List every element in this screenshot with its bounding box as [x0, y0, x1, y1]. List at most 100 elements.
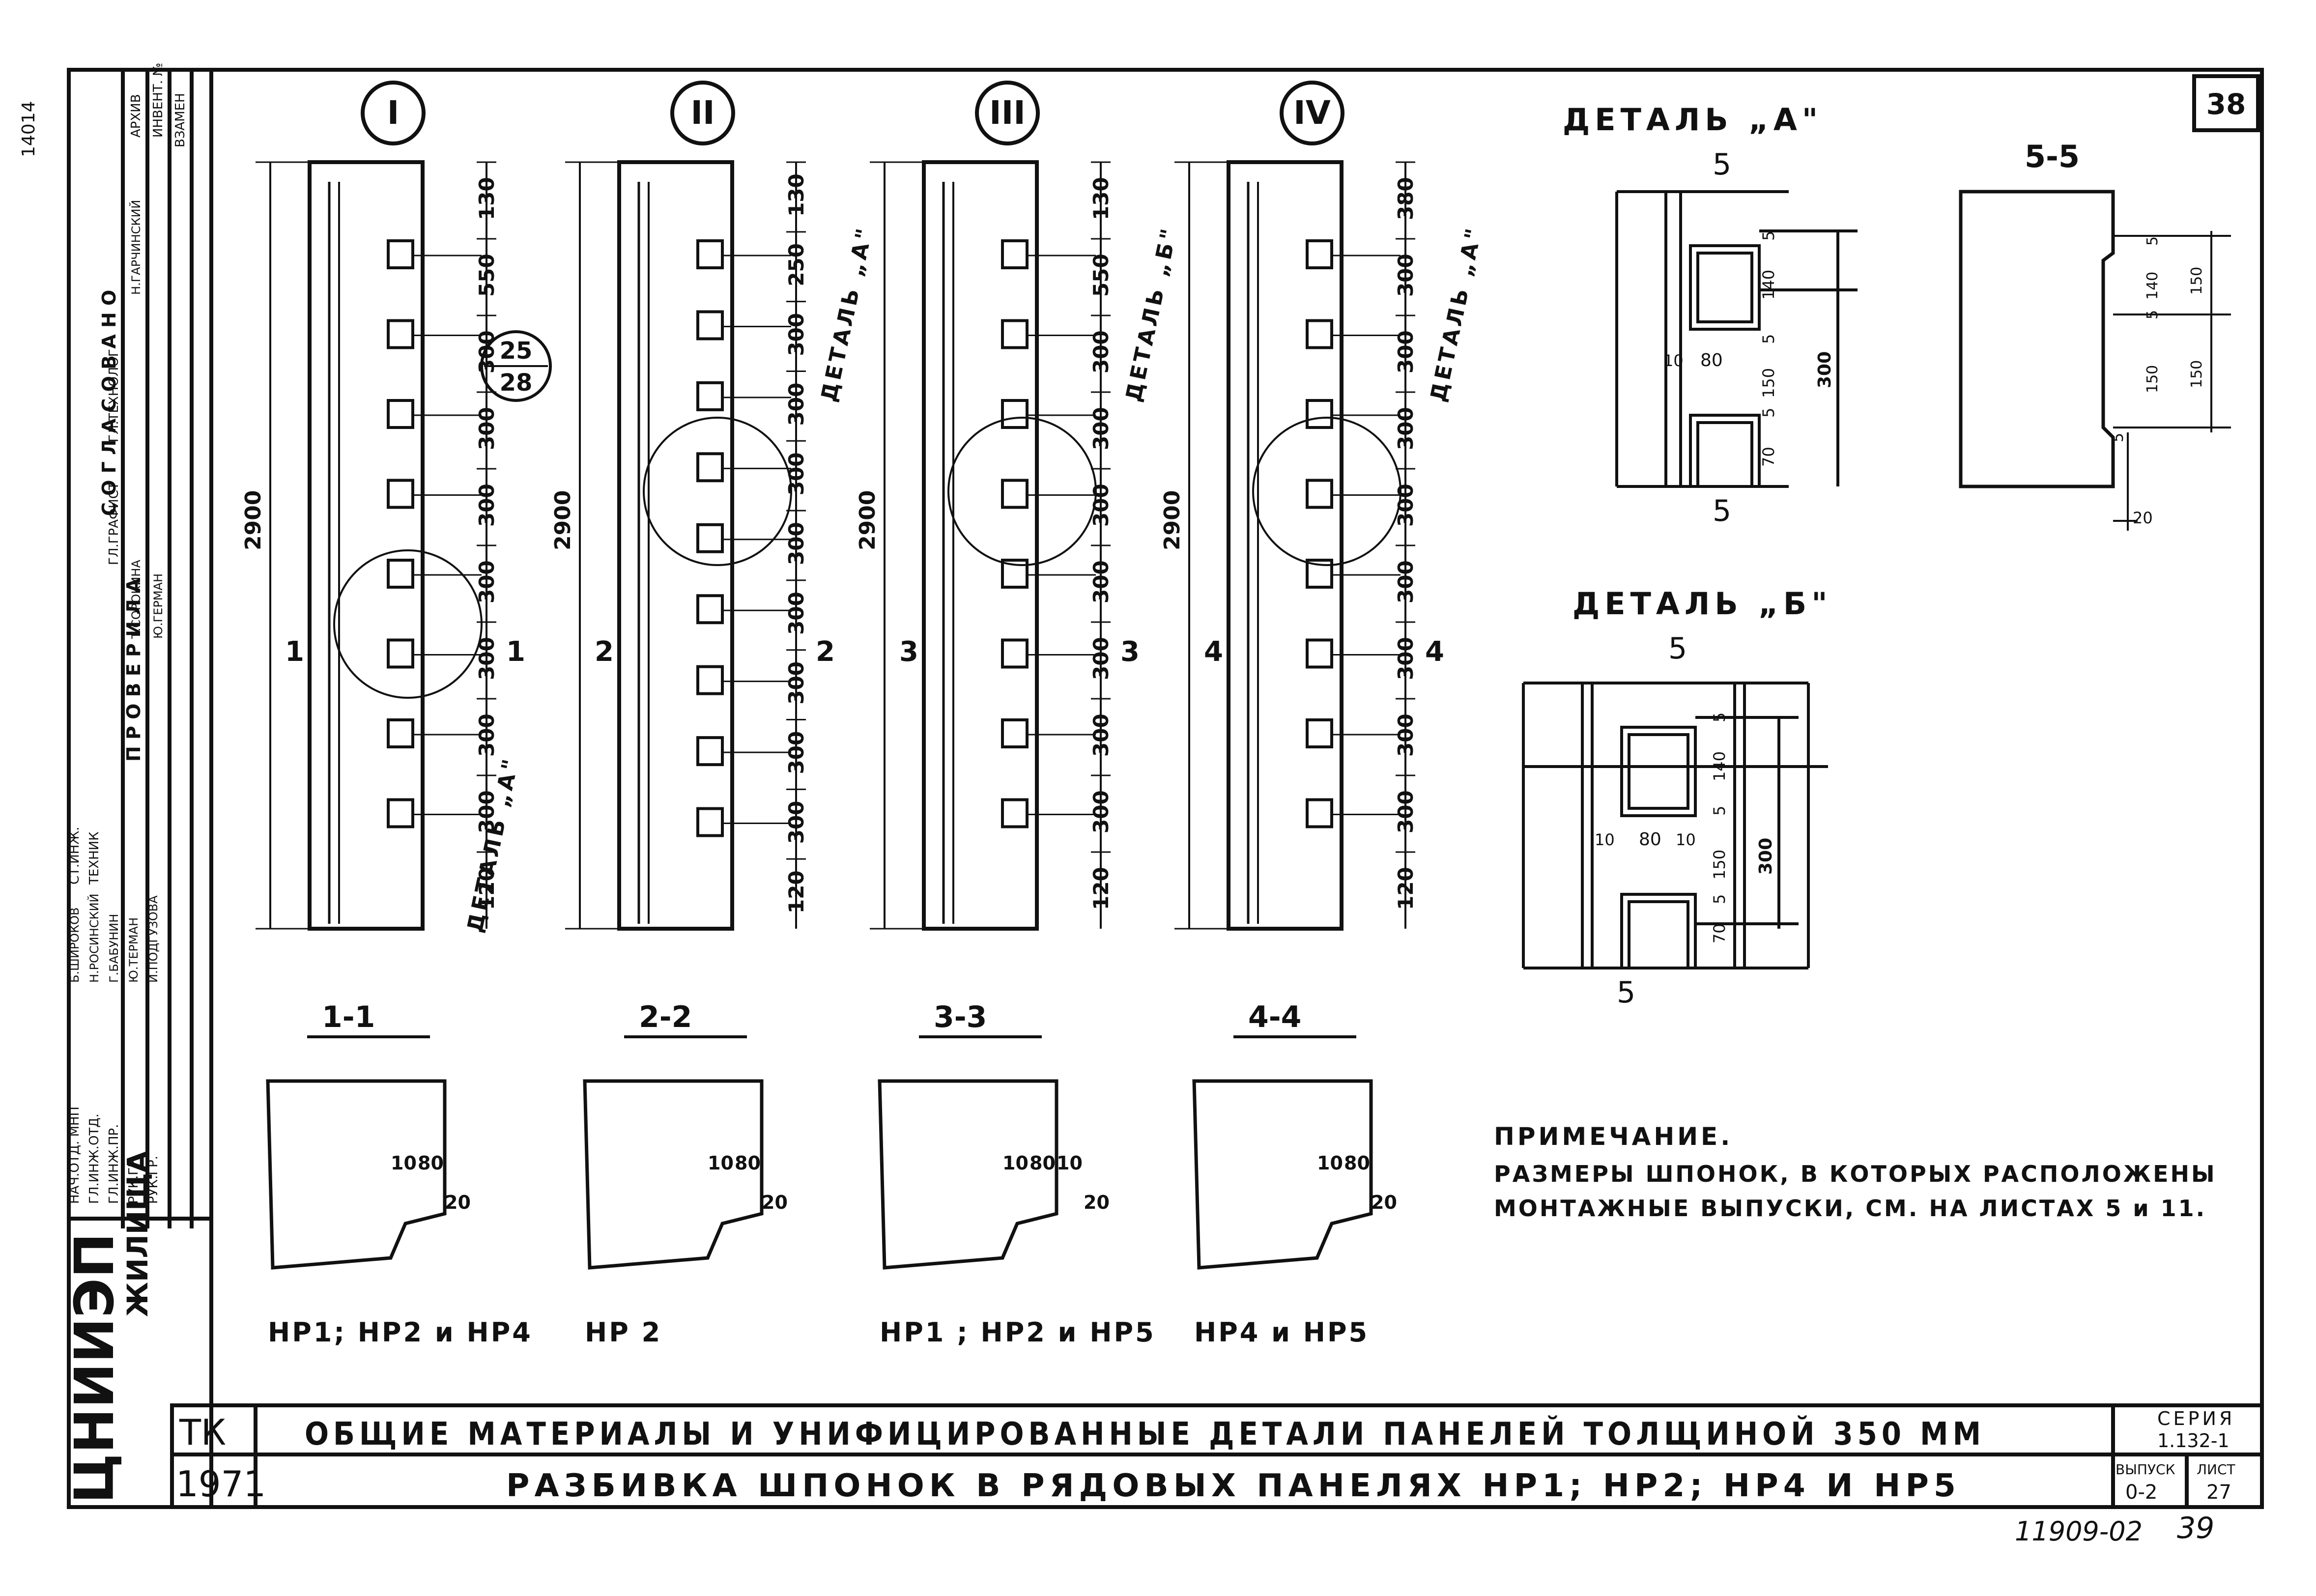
keyway — [696, 736, 724, 767]
section-caption: НР 2 — [585, 1317, 662, 1348]
keyway — [696, 807, 724, 837]
sheet-number-box — [2192, 74, 2260, 132]
section-dim: 10 — [708, 1152, 734, 1174]
tb-year: 1971 — [176, 1463, 266, 1505]
stamp-name-2: Н.РОСИНСКИЙ — [87, 894, 101, 983]
detail-b-dim-140: 140 — [1710, 751, 1729, 781]
keyway — [1306, 638, 1333, 669]
keyway — [1001, 479, 1029, 509]
section-title: 4-4 — [1248, 1000, 1301, 1034]
s55-dim-5c: 5 — [2110, 433, 2127, 442]
keyway — [696, 523, 724, 553]
margin-code: 14014 — [19, 101, 39, 157]
detail-circle — [643, 417, 792, 566]
keyway — [696, 665, 724, 695]
keyway — [387, 319, 414, 349]
callout-top: 25 — [500, 337, 533, 365]
keyway — [696, 239, 724, 269]
section-dim: 20 — [1371, 1192, 1397, 1213]
tb-title-1: ОБЩИЕ МАТЕРИАЛЫ И УНИФИЦИРОВАННЫЕ ДЕТАЛИ… — [305, 1415, 1985, 1453]
panel-label-circle — [1280, 81, 1344, 145]
panel-dim: 300 — [1394, 484, 1418, 527]
keyway — [696, 310, 724, 341]
panel-dim: 300 — [784, 801, 808, 844]
keyway — [1001, 718, 1029, 748]
panel-dim: 300 — [1394, 560, 1418, 603]
panel-dim: 120 — [1394, 867, 1418, 910]
section-title: 2-2 — [639, 1000, 692, 1034]
keyway — [387, 479, 414, 509]
detail-a-dim-300: 300 — [1815, 351, 1835, 388]
detail-b-dim-300: 300 — [1756, 838, 1776, 875]
stamp-agreed-header: С О Г Л А С О В А Н О — [98, 290, 120, 516]
panel-dim: 120 — [784, 870, 808, 913]
tb-sheet-label: ЛИСТ — [2197, 1461, 2236, 1478]
org-prefix: ЦНИИЭП — [63, 1233, 126, 1504]
section-marker-left: 2 — [595, 636, 614, 668]
keyway — [1001, 239, 1029, 269]
section-marker-right: 1 — [506, 636, 525, 668]
panel-dim: 550 — [1089, 254, 1113, 297]
detail-a: ДЕТАЛЬ „А" 5 5 10 80 5 140 5 150 5 70 30… — [1563, 102, 1858, 528]
keyway — [1001, 559, 1029, 589]
detail-b-dim-10a: 10 — [1595, 830, 1615, 849]
keyway — [1306, 718, 1333, 748]
panel-dim: 300 — [784, 383, 808, 426]
panel-dim: 300 — [1394, 254, 1418, 297]
panel-outline — [617, 160, 734, 931]
tb-issue-label: ВЫПУСК — [2116, 1461, 2175, 1478]
panel-dim: 300 — [784, 731, 808, 774]
keyway — [1306, 798, 1333, 828]
tb-issue-value: 0-2 — [2125, 1481, 2157, 1504]
keyway — [387, 239, 414, 269]
panel-dim: 300 — [784, 453, 808, 496]
section-dim: 80 — [1344, 1152, 1370, 1174]
detail-a-dim-5b: 5 — [1759, 334, 1778, 344]
detail-a-cut-top: 5 — [1713, 147, 1731, 182]
panel-label: I — [387, 94, 400, 132]
keyway — [1306, 319, 1333, 349]
panel-outline — [922, 160, 1039, 931]
section-dim: 20 — [445, 1192, 471, 1213]
detail-b-cut-top: 5 — [1668, 631, 1687, 666]
panel-dim: 300 — [1089, 407, 1113, 450]
stamp-name-5: И.ПОДГУЗОВА — [146, 895, 160, 983]
keyway — [387, 399, 414, 429]
detail-a-dim-10: 10 — [1663, 351, 1684, 370]
panel-label-circle — [361, 81, 426, 145]
note-line-2: МОНТАЖНЫЕ ВЫПУСКИ, СМ. НА ЛИСТАХ 5 и 11. — [1494, 1195, 2206, 1222]
detail-label: ДЕТАЛЬ „А" — [816, 224, 878, 404]
detail-b-dim-70: 70 — [1710, 923, 1729, 943]
stamp-role-10: ИНВЕНТ. № — [151, 63, 166, 138]
section-outline — [878, 1079, 1058, 1270]
s55-dim-5b: 5 — [2144, 310, 2161, 319]
keyway — [387, 718, 414, 748]
section-dim: 10 — [1002, 1152, 1029, 1174]
section-dim: 10 — [1057, 1152, 1083, 1174]
section-55-title: 5-5 — [2025, 139, 2080, 174]
panel-height: 2900 — [550, 490, 575, 550]
stamp-texts: 14014 С О Г Л А С О В А Н О П Р О В Е Р … — [19, 63, 188, 1504]
panel-dim: 300 — [1394, 637, 1418, 680]
section-marker-left: 1 — [285, 636, 304, 668]
panel-dim: 300 — [1394, 407, 1418, 450]
stamp-role-1: НАЧ.ОТД. МНП — [67, 1107, 82, 1204]
keyway — [1306, 239, 1333, 269]
section-title: 1-1 — [322, 1000, 375, 1034]
panel-dim: 300 — [475, 790, 499, 833]
stamp-name-1: Б.ШИРОКОВ — [68, 908, 82, 983]
keyway — [1306, 399, 1333, 429]
tb-series-value: 1.132-1 — [2157, 1430, 2230, 1452]
keyway — [696, 452, 724, 483]
keyway — [387, 638, 414, 669]
note-block: ПРИМЕЧАНИЕ. РАЗМЕРЫ ШПОНОК, В КОТОРЫХ РА… — [1494, 1122, 2215, 1222]
detail-a-dim-5a: 5 — [1759, 231, 1778, 241]
detail-b-dim-150: 150 — [1710, 850, 1729, 880]
section-caption: НР4 и НР5 — [1194, 1317, 1369, 1348]
s55-dim-140: 140 — [2144, 272, 2161, 300]
detail-b-dim-80: 80 — [1639, 829, 1661, 850]
